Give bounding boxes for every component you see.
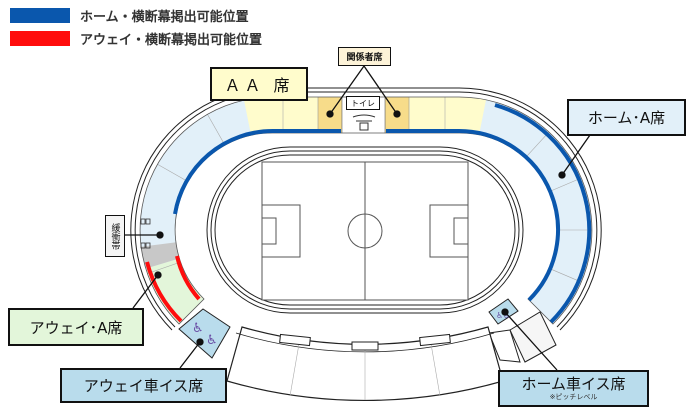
home-a-seat-label[interactable]: ホーム･A席: [567, 99, 686, 136]
legend-swatch-red: [10, 31, 70, 46]
stadium-outer-outline: [130, 87, 602, 331]
running-track: [206, 146, 524, 314]
away-wheelchair-seat-label[interactable]: アウェイ車イス席: [60, 368, 227, 403]
callout-lines: [125, 65, 591, 371]
buffer-gate-icons: [140, 218, 151, 249]
legend-swatch-blue: [10, 8, 70, 23]
buffer-zone-label: 緩衝帯: [105, 215, 125, 257]
legend-home: ホーム・横断幕掲出可能位置: [10, 6, 249, 25]
toilet-label: トイレ: [346, 96, 380, 110]
legend-label: アウェイ・横断幕掲出可能位置: [80, 33, 263, 48]
toilet-icon: [352, 114, 376, 131]
home-wheelchair-seat-label[interactable]: ホーム車イス席 ※ピッチレベル: [498, 370, 649, 407]
aa-seat-label[interactable]: ＡＡ 席: [210, 67, 308, 101]
away-banner-lines: [145, 255, 201, 323]
wheelchair-icon: ♿: [206, 333, 218, 348]
soccer-pitch: [261, 161, 469, 301]
away-a-seat-label[interactable]: アウェイ･A席: [8, 308, 144, 346]
pitch-level-block: [509, 311, 557, 363]
home-banner-lines: [173, 103, 592, 324]
officials-seat-label: 関係者席: [338, 47, 391, 66]
wheelchair-icon: ♿♿: [496, 311, 510, 320]
wheelchair-icon: ♿: [192, 321, 204, 336]
away-wheelchair-section[interactable]: [178, 308, 231, 359]
legend-label: ホーム・横断幕掲出可能位置: [80, 10, 249, 25]
pitch-level-note: ※ピッチレベル: [549, 392, 598, 401]
home-wheelchair-seat-title: ホーム車イス席: [521, 374, 626, 393]
legend-away: アウェイ・横断幕掲出可能位置: [10, 29, 262, 48]
